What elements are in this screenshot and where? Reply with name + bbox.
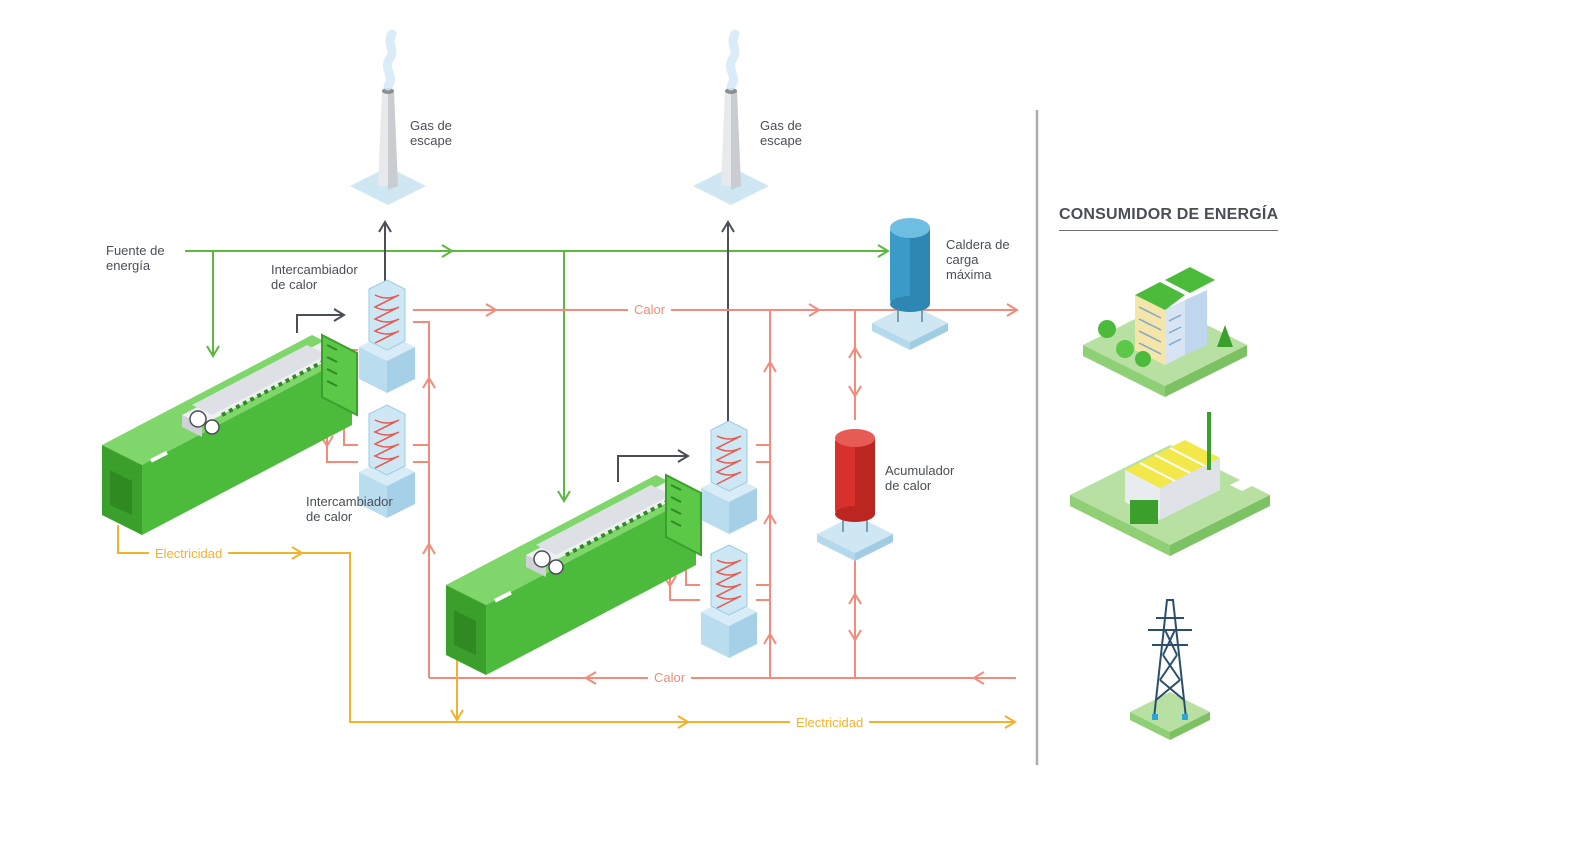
chp-engine-2 (444, 473, 703, 677)
heat-exchanger-3 (700, 420, 758, 535)
energy-source-lines (185, 244, 890, 503)
power-tower-icon (1130, 599, 1210, 740)
heat-accumulator (817, 429, 893, 561)
peak-load-boiler (872, 218, 948, 350)
factory-icon (1070, 412, 1270, 556)
electricity-label-right: Electricidad (790, 715, 870, 730)
building-icon (1083, 267, 1247, 397)
exhaust-stack-2 (693, 34, 769, 205)
peak-boiler-label: Caldera de carga máxima (946, 237, 1010, 282)
exhaust-gas-label-1: Gas de escape (410, 118, 452, 148)
heat-exchanger-label-bottom: Intercambiador de calor (306, 494, 393, 524)
electricity-label-left: Electricidad (149, 546, 229, 561)
heat-accumulator-label: Acumulador de calor (885, 463, 955, 493)
electricity-lines (117, 525, 1017, 729)
energy-source-label: Fuente de energía (106, 243, 165, 273)
heat-exchanger-4 (700, 544, 758, 659)
exhaust-gas-label-2: Gas de escape (760, 118, 802, 148)
heat-exchanger-label-top: Intercambiador de calor (271, 262, 358, 292)
heat-flow-label-bottom: Calor (648, 670, 692, 685)
heat-flow-label-top: Calor (628, 302, 672, 317)
consumer-title: CONSUMIDOR DE ENERGÍA (1059, 206, 1279, 231)
exhaust-gas-lines (296, 220, 735, 482)
heat-exchanger-1 (358, 279, 416, 394)
